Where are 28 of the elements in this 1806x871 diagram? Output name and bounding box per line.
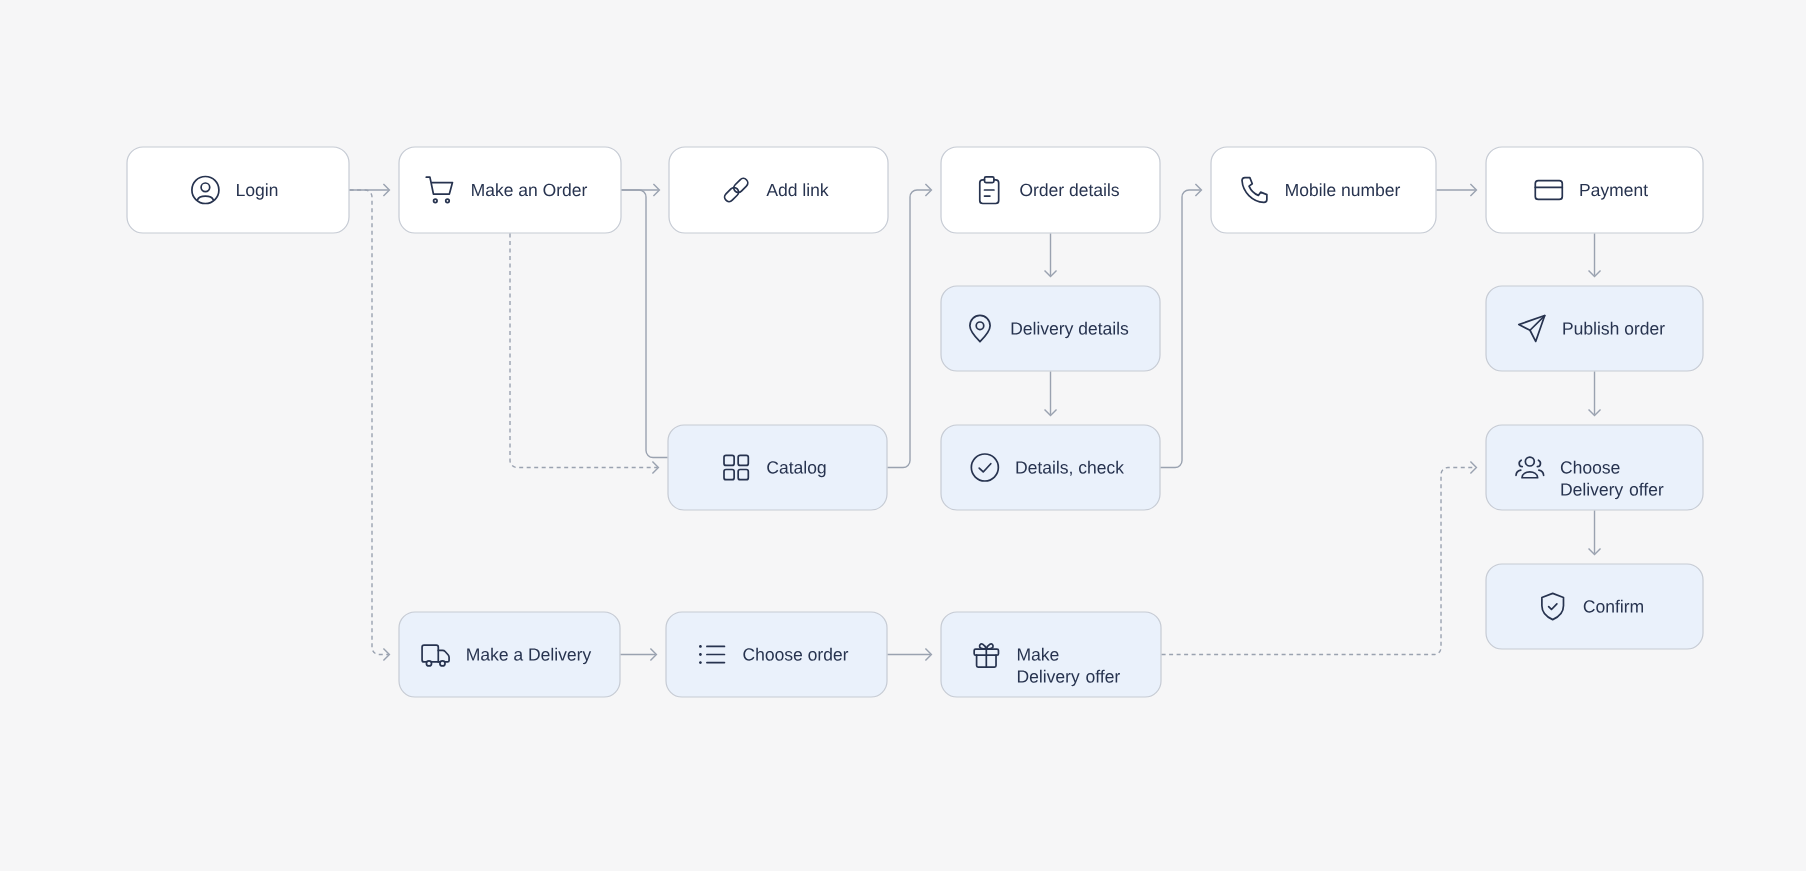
step-box: Mobile number [1210,146,1437,234]
arrow [1587,370,1602,417]
step-box: Order details [940,146,1161,234]
arrow [886,183,933,469]
dashed-arrow [509,232,660,475]
step-box: Publish order [1485,285,1704,372]
step-box: Make a Delivery [398,611,621,698]
step-box: Login [126,146,350,234]
dashed-arrow [1160,460,1478,656]
step-box: Payment [1485,146,1704,234]
step-box: Catalog [667,424,888,511]
dashed-arrow [348,189,391,662]
arrow [886,647,933,662]
step-box: Details, check [940,424,1161,511]
step-box: Add link [668,146,889,234]
connector-line [620,189,669,459]
arrow [1587,509,1602,556]
step-box: Make an Order [398,146,622,234]
step-box: Choose Delivery offer [1485,424,1704,511]
step-box: Choose order [665,611,888,698]
arrow [619,647,658,662]
step-box: Make Delivery offer [940,611,1162,698]
arrow [1587,232,1602,278]
step-box: Delivery details [940,285,1161,372]
step-box: Confirm [1485,563,1704,650]
arrow [1043,370,1058,417]
arrow [1043,232,1058,278]
arrow [1435,183,1478,197]
